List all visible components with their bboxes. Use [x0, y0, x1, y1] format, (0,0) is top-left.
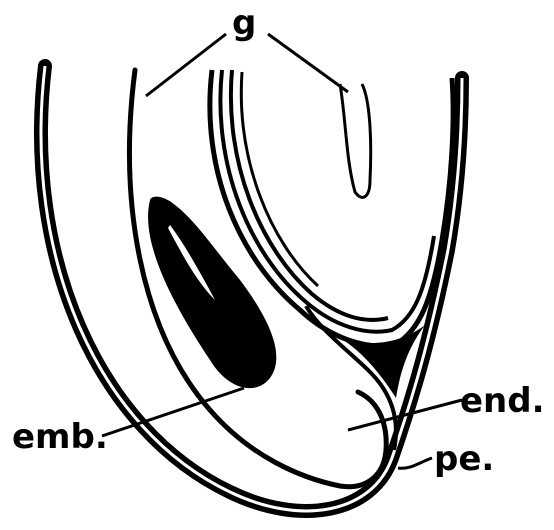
upper-right-tube [340, 84, 371, 197]
label-end: end. [460, 381, 545, 421]
central-band-2 [220, 70, 434, 332]
pe-leader [398, 458, 432, 468]
central-band-3 [231, 70, 388, 320]
g-leader-left [146, 34, 226, 96]
label-pe: pe. [434, 439, 494, 479]
label-g: g [232, 3, 256, 43]
g-leader-right [268, 34, 348, 92]
embryo [148, 197, 276, 389]
label-emb: emb. [12, 417, 108, 457]
